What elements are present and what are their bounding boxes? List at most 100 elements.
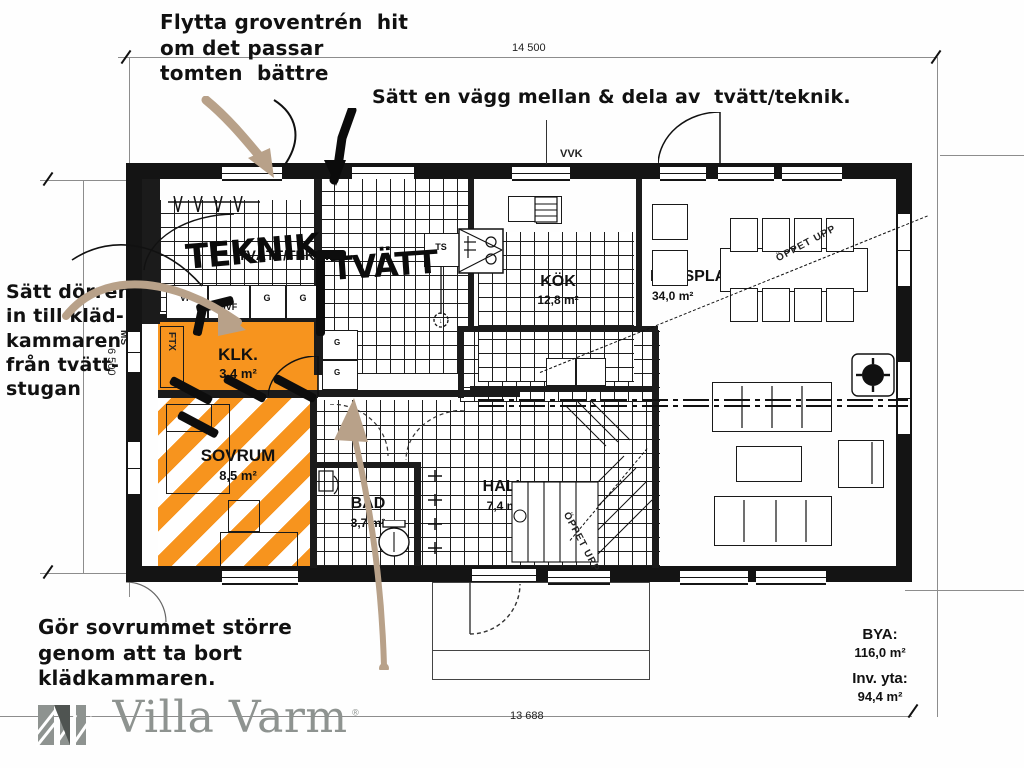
interior-wall-sovrum-right (310, 396, 317, 568)
dining-chair-2 (762, 218, 790, 252)
kitchen-island-1 (546, 358, 576, 386)
side-cabinet-2 (652, 250, 688, 286)
dimension-tick-left-bottom (42, 564, 54, 580)
interior-wall-bad-top (310, 462, 420, 468)
marker-arrow-wall (324, 108, 357, 186)
window-top-5 (718, 165, 774, 181)
bottom-dimension-line (160, 716, 912, 717)
room-area-matsplats: 34,0 m² (652, 289, 694, 303)
svg-text:↓: ↓ (439, 318, 443, 325)
hanging-rail-icon (168, 196, 260, 213)
ts-box (424, 233, 460, 267)
dresser-furniture (220, 532, 298, 570)
kitchen-sink (508, 196, 536, 222)
brand-logo: Villa Varm ® (36, 692, 359, 747)
sink-fixture-icon (458, 228, 504, 274)
entry-step (432, 650, 650, 680)
interior-wall-kok-bottom (458, 326, 658, 332)
dining-chair-8 (826, 288, 854, 322)
sofa-bottom (714, 496, 832, 546)
room-label-tvatt-teknik: TVÄTT/TEKNIK (238, 247, 340, 263)
toilet-fixture-icon (378, 520, 410, 557)
villa-varm-mark-icon (36, 704, 94, 747)
room-label-kok: KÖK (540, 273, 576, 290)
dining-chair-1 (730, 218, 758, 252)
interior-wall-bad-right (414, 462, 421, 566)
g1-label: G (263, 293, 271, 303)
door-swing-klk (268, 356, 319, 397)
vvk-leader-line (546, 120, 547, 164)
interior-wall-stair-top (470, 386, 656, 392)
area-info-block: BYA: 116,0 m² Inv. yta: 94,4 m² (820, 626, 940, 704)
cabinet-small-2 (322, 360, 358, 390)
marker-annotation-tvatt: TVÄTT (330, 242, 439, 288)
window-top-6 (782, 165, 842, 181)
dining-chair-4 (826, 218, 854, 252)
door-swing-hall-2 (405, 410, 465, 461)
nightstand-furniture (228, 500, 260, 532)
window-top-3 (512, 165, 570, 181)
door-swing-left-exterior (143, 213, 235, 271)
door-swing-hall-1 (330, 404, 389, 457)
inv-yta-label: Inv. yta: (852, 670, 908, 687)
bed-headboard (166, 404, 212, 432)
staircase (511, 399, 653, 563)
dining-chair-5 (730, 288, 758, 322)
interior-wall-mid-horizontal (310, 390, 520, 397)
window-bottom-4 (756, 569, 826, 585)
guide-line-right-top (940, 155, 1024, 156)
left-lower-swing (126, 582, 167, 623)
window-right-1 (898, 212, 910, 288)
cabinet-small-1-tag: G (334, 338, 341, 347)
armchair (838, 440, 884, 488)
stove-icon (534, 196, 558, 223)
window-bottom-2 (548, 569, 610, 585)
bya-value: 116,0 m² (854, 645, 906, 660)
left-dim-line-bottom (40, 573, 155, 574)
room-label-klk: KLK. (218, 345, 258, 364)
brand-registered-mark: ® (352, 707, 359, 718)
brand-wordmark: Villa Varm (112, 692, 348, 743)
top-dimension-line (118, 57, 938, 58)
marker-wall-stroke (316, 250, 325, 336)
interior-wall-living-left (652, 330, 659, 568)
dining-chair-7 (794, 288, 822, 322)
section-line-horizontal (478, 399, 908, 407)
gvf-label: GVF (218, 302, 238, 312)
left-dimension-label: 6 500 (105, 348, 117, 376)
window-bottom-3 (680, 569, 748, 585)
dim-vert-right (937, 57, 938, 717)
tan-arrow-entry (201, 96, 297, 178)
tile-fill-kok (478, 232, 634, 382)
door-bottom-entry (472, 569, 536, 581)
room-label-sovrum: SOVRUM (200, 446, 276, 465)
dining-chair-3 (794, 218, 822, 252)
dining-chair-6 (762, 288, 790, 322)
annotation-top-left: Flytta groventrén hit om det passar tomt… (160, 10, 409, 86)
g2-label: G (299, 293, 307, 303)
cabinet-small-2-tag: G (334, 368, 341, 377)
wood-stove-icon (851, 353, 895, 397)
plumbing-riser-icon: ↓ (433, 266, 449, 328)
guide-line-right-bottom (905, 590, 1024, 591)
coat-hooks-icon (428, 470, 442, 554)
ftx-label-wrap: FTX (166, 332, 177, 351)
left-dim-vert (83, 180, 84, 573)
basin-fixture-icon (318, 470, 339, 495)
side-cabinet-1 (652, 204, 688, 240)
annotation-top-right: Sätt en vägg mellan & dela av tvätt/tekn… (372, 86, 851, 108)
window-left-2 (128, 440, 140, 496)
armchair-detail (871, 442, 873, 484)
interior-wall-kok-left (458, 328, 464, 398)
window-top-4 (660, 165, 706, 181)
left-dim-line-top (40, 180, 150, 181)
room-area-kok: 12,8 m² (537, 293, 579, 307)
entry-door-swing (469, 582, 521, 635)
annotation-bottom-left: Gör sovrummet större genom att ta bort k… (38, 615, 293, 691)
interior-wall-kok-right (636, 179, 642, 329)
door-swing-top-right (658, 112, 721, 165)
kitchen-island-2 (576, 358, 606, 386)
bottom-dimension-label: 13 688 (510, 710, 544, 722)
vvk-label: VVK (560, 148, 583, 160)
room-area-sovrum: 8,5 m² (219, 468, 257, 483)
